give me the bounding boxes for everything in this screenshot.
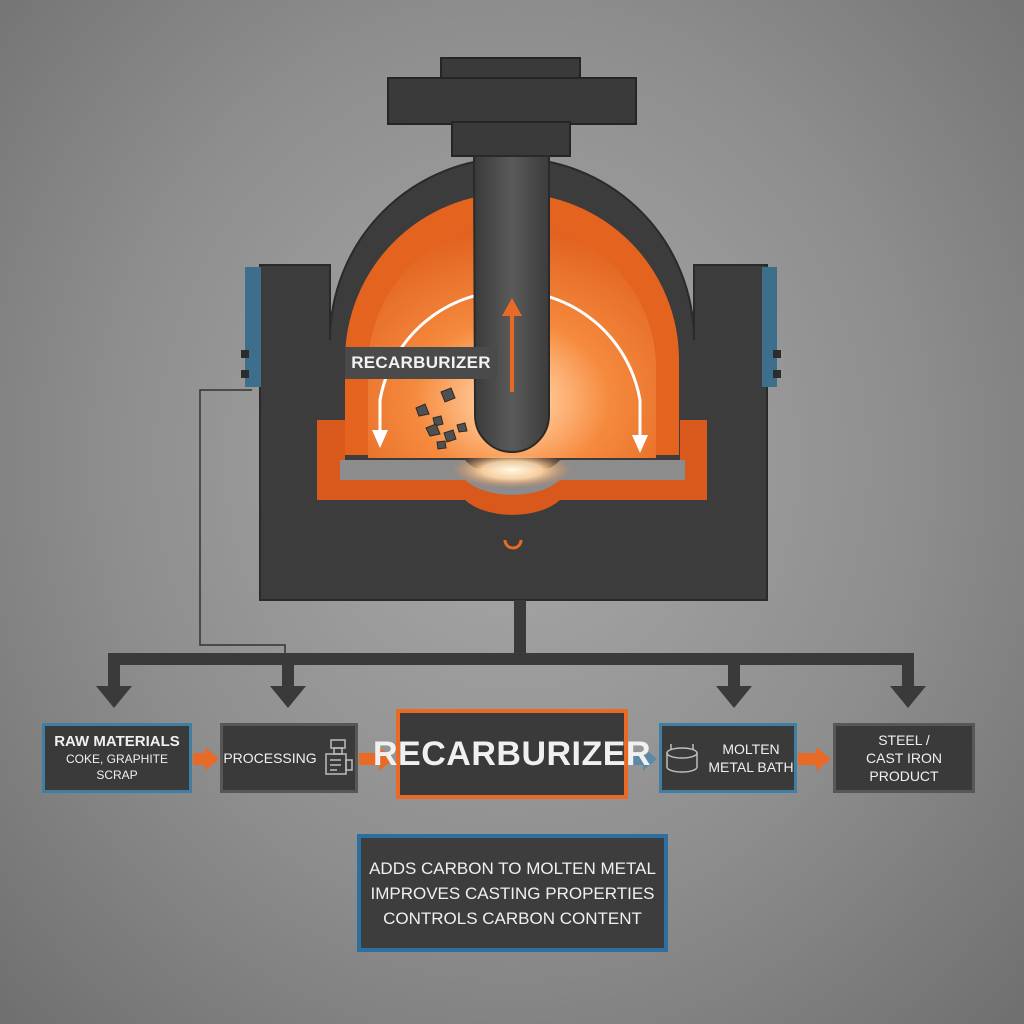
processing-machine-icon <box>324 739 353 775</box>
furnace-recarburizer-label: RECARBURIZER <box>345 347 497 379</box>
benefit-item: IMPROVES CASTING PROPERTIES <box>370 883 655 903</box>
raw-materials-title: RAW MATERIALS <box>54 733 180 750</box>
processing-title: PROCESSING <box>223 750 317 766</box>
benefits-panel: ADDS CARBON TO MOLTEN METAL IMPROVES CAS… <box>357 834 668 952</box>
benefit-item: ADDS CARBON TO MOLTEN METAL <box>369 858 656 878</box>
left-flange <box>245 267 261 387</box>
steel-product-box: STEEL / CAST IRON PRODUCT <box>833 723 975 793</box>
molten-line2: METAL BATH <box>708 759 794 775</box>
distribution-bus <box>96 600 926 708</box>
arrow-up-icon <box>502 298 522 316</box>
pieces-icon <box>415 387 468 450</box>
connector-line <box>199 389 286 658</box>
molten-line1: MOLTEN <box>722 741 780 757</box>
benefit-item: CONTROLS CARBON CONTENT <box>383 908 642 928</box>
raw-materials-subtitle: COKE, GRAPHITE SCRAP <box>65 752 169 782</box>
molten-metal-bath-box: MOLTEN METAL BATH <box>659 723 797 793</box>
arrow-down-left-icon <box>372 430 388 448</box>
recarburizer-box: RECARBURIZER <box>373 709 651 799</box>
tap-hole-icon <box>503 539 523 550</box>
recarburizer-title: RECARBURIZER <box>373 734 651 773</box>
processing-box: PROCESSING <box>220 723 358 793</box>
flow-arrow-icon <box>193 747 831 771</box>
steel-line1: STEEL / <box>878 732 930 748</box>
raw-materials-box: RAW MATERIALS COKE, GRAPHITE SCRAP <box>42 723 192 793</box>
steel-line2: CAST IRON PRODUCT <box>866 750 942 784</box>
arrow-down-right-icon <box>632 435 648 453</box>
molten-pool <box>452 452 572 488</box>
molten-bath-icon <box>666 744 699 773</box>
right-flange <box>762 267 777 387</box>
